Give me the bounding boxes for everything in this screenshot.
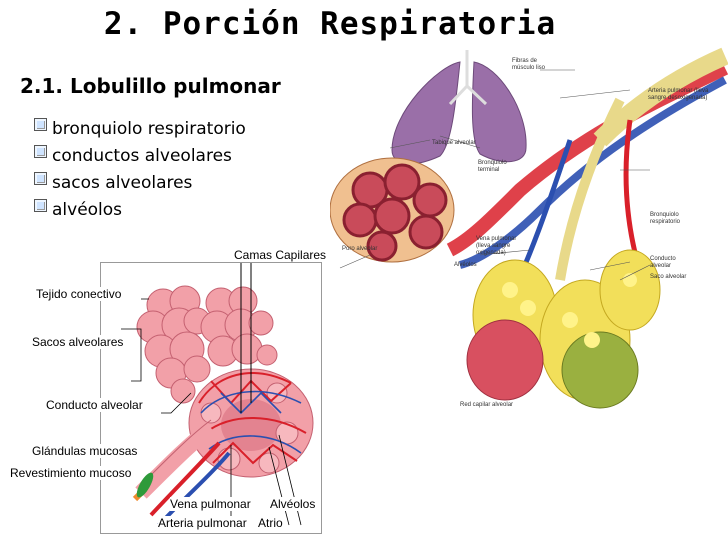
label-glandulas-mucosas: Glándulas mucosas [32, 444, 138, 458]
alveolar-sacs [136, 285, 278, 404]
capillary-network [198, 372, 307, 465]
bullet-list: bronquiolo respiratorio conductos alveol… [34, 116, 246, 224]
slide-title: 2. Porción Respiratoria [103, 6, 557, 42]
label-red: Red capilar alveolar [460, 402, 514, 408]
label-tejido-conectivo: Tejido conectivo [36, 287, 122, 301]
label-alveolos: Alvéolos [454, 262, 477, 268]
label-revestimiento-mucoso: Revestimiento mucoso [10, 466, 132, 480]
checkbox-bullet-icon [34, 118, 47, 131]
label-camas-capilares: Camas Capilares [234, 248, 327, 262]
alveolar-sac-cross-section [330, 157, 455, 263]
bullet-item: alvéolos [34, 197, 246, 224]
bullet-item: bronquiolo respiratorio [34, 116, 246, 143]
label-conducto: Conducto alveolar [650, 256, 676, 269]
bullet-item: sacos alveolares [34, 170, 246, 197]
slide-subtitle: 2.1. Lobulillo pulmonar [20, 74, 281, 98]
label-saco: Saco alveolar [650, 274, 687, 280]
label-fibras: Fibras de músculo liso [512, 58, 546, 71]
label-poro: Poro alveolar [342, 246, 378, 252]
label-arteria-pulmonar: Arteria pulmonar [158, 516, 247, 530]
bullet-item: conductos alveolares [34, 143, 246, 170]
lobule-diagram-svg [121, 263, 314, 527]
alveoli-clusters [466, 249, 661, 409]
checkbox-bullet-icon [34, 145, 47, 158]
label-vena: Vena pulmonar (lleva sangre oxigenada) [476, 236, 517, 256]
checkbox-bullet-icon [34, 172, 47, 185]
checkbox-bullet-icon [34, 199, 47, 212]
label-alveolos: Alvéolos [270, 497, 316, 511]
label-atrio: Atrio [258, 516, 283, 530]
label-conducto-alveolar: Conducto alveolar [46, 398, 143, 412]
label-tabique: Tabique alveolar [432, 140, 476, 146]
label-bronquiolo-terminal: Bronquiolo terminal [478, 160, 507, 173]
lung-anatomy-illustration: Fibras de músculo liso Arteria pulmonar … [330, 40, 728, 415]
lung-anatomy-svg [330, 47, 728, 409]
lungs-icon [391, 50, 527, 165]
label-bronquiolo-resp: Bronquiolo respiratorio [650, 212, 681, 225]
label-sacos-alveolares: Sacos alveolares [32, 335, 124, 349]
label-vena-pulmonar: Vena pulmonar [170, 497, 251, 511]
label-arteria: Arteria pulmonar (lleva sangre desoxigen… [648, 88, 709, 101]
